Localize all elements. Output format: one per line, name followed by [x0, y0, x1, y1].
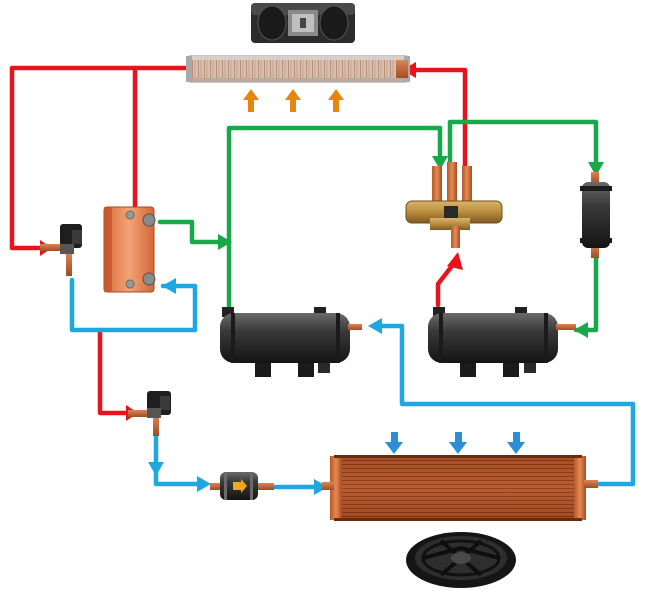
hot-gas-line-compressor-to-valve — [435, 259, 458, 308]
condenser-coil-icon — [322, 455, 598, 521]
expansion-valve-icon — [40, 224, 82, 276]
arrow-blue-right-2 — [314, 479, 328, 495]
liquid-line-hx-loop — [69, 277, 198, 333]
arrow-blue-left-2 — [368, 318, 382, 334]
scroll-compressor-icon — [220, 307, 362, 377]
suction-line-compressor-to-valve — [226, 125, 443, 313]
filter-drier-icon — [210, 472, 274, 500]
hot-gas-line-valve-to-coil — [407, 67, 468, 171]
airflow-up-arrows — [243, 89, 344, 112]
hot-gas-line-coil-to-left — [9, 65, 193, 251]
liquid-line-condenser-to-compressor — [373, 323, 636, 487]
airflow-up-arrow — [328, 89, 344, 112]
suction-line-hx-to-compressor — [157, 219, 229, 245]
hot-gas-lines — [9, 65, 468, 416]
arrow-blue-right-1 — [197, 476, 211, 492]
arrow-red-up-1 — [447, 252, 463, 270]
suction-line-accumulator-to-compressor — [573, 255, 599, 333]
liquid-lines — [69, 277, 636, 490]
reversing-valve-icon — [405, 162, 503, 248]
airflow-up-arrow — [243, 89, 259, 112]
hot-gas-line-hx-to-expansion — [97, 327, 131, 416]
arrow-green-down-2 — [588, 162, 604, 176]
scroll-compressor-icon — [428, 307, 576, 377]
liquid-line-expansion-to-drier — [153, 429, 207, 487]
flow-direction-icon — [233, 479, 247, 493]
expansion-valve-icon — [128, 391, 171, 436]
arrow-green-right-1 — [218, 234, 232, 250]
indoor-coil-icon — [186, 55, 410, 83]
airflow-down-arrow — [449, 432, 467, 454]
centrifugal-blower-icon — [251, 3, 355, 43]
suction-lines — [157, 119, 599, 333]
plate-heat-exchanger-icon — [103, 206, 156, 293]
axial-fan-icon — [406, 532, 516, 588]
suction-line-valve-to-accumulator — [447, 119, 599, 173]
arrow-blue-down-1 — [148, 462, 164, 476]
arrow-blue-left-1 — [162, 278, 176, 294]
arrow-green-left-1 — [574, 322, 588, 338]
airflow-down-arrow — [507, 432, 525, 454]
airflow-up-arrow — [285, 89, 301, 112]
airflow-down-arrow — [385, 432, 403, 454]
arrow-green-down-1 — [432, 156, 448, 170]
airflow-down-arrows — [385, 432, 525, 454]
accumulator-icon — [580, 172, 612, 258]
